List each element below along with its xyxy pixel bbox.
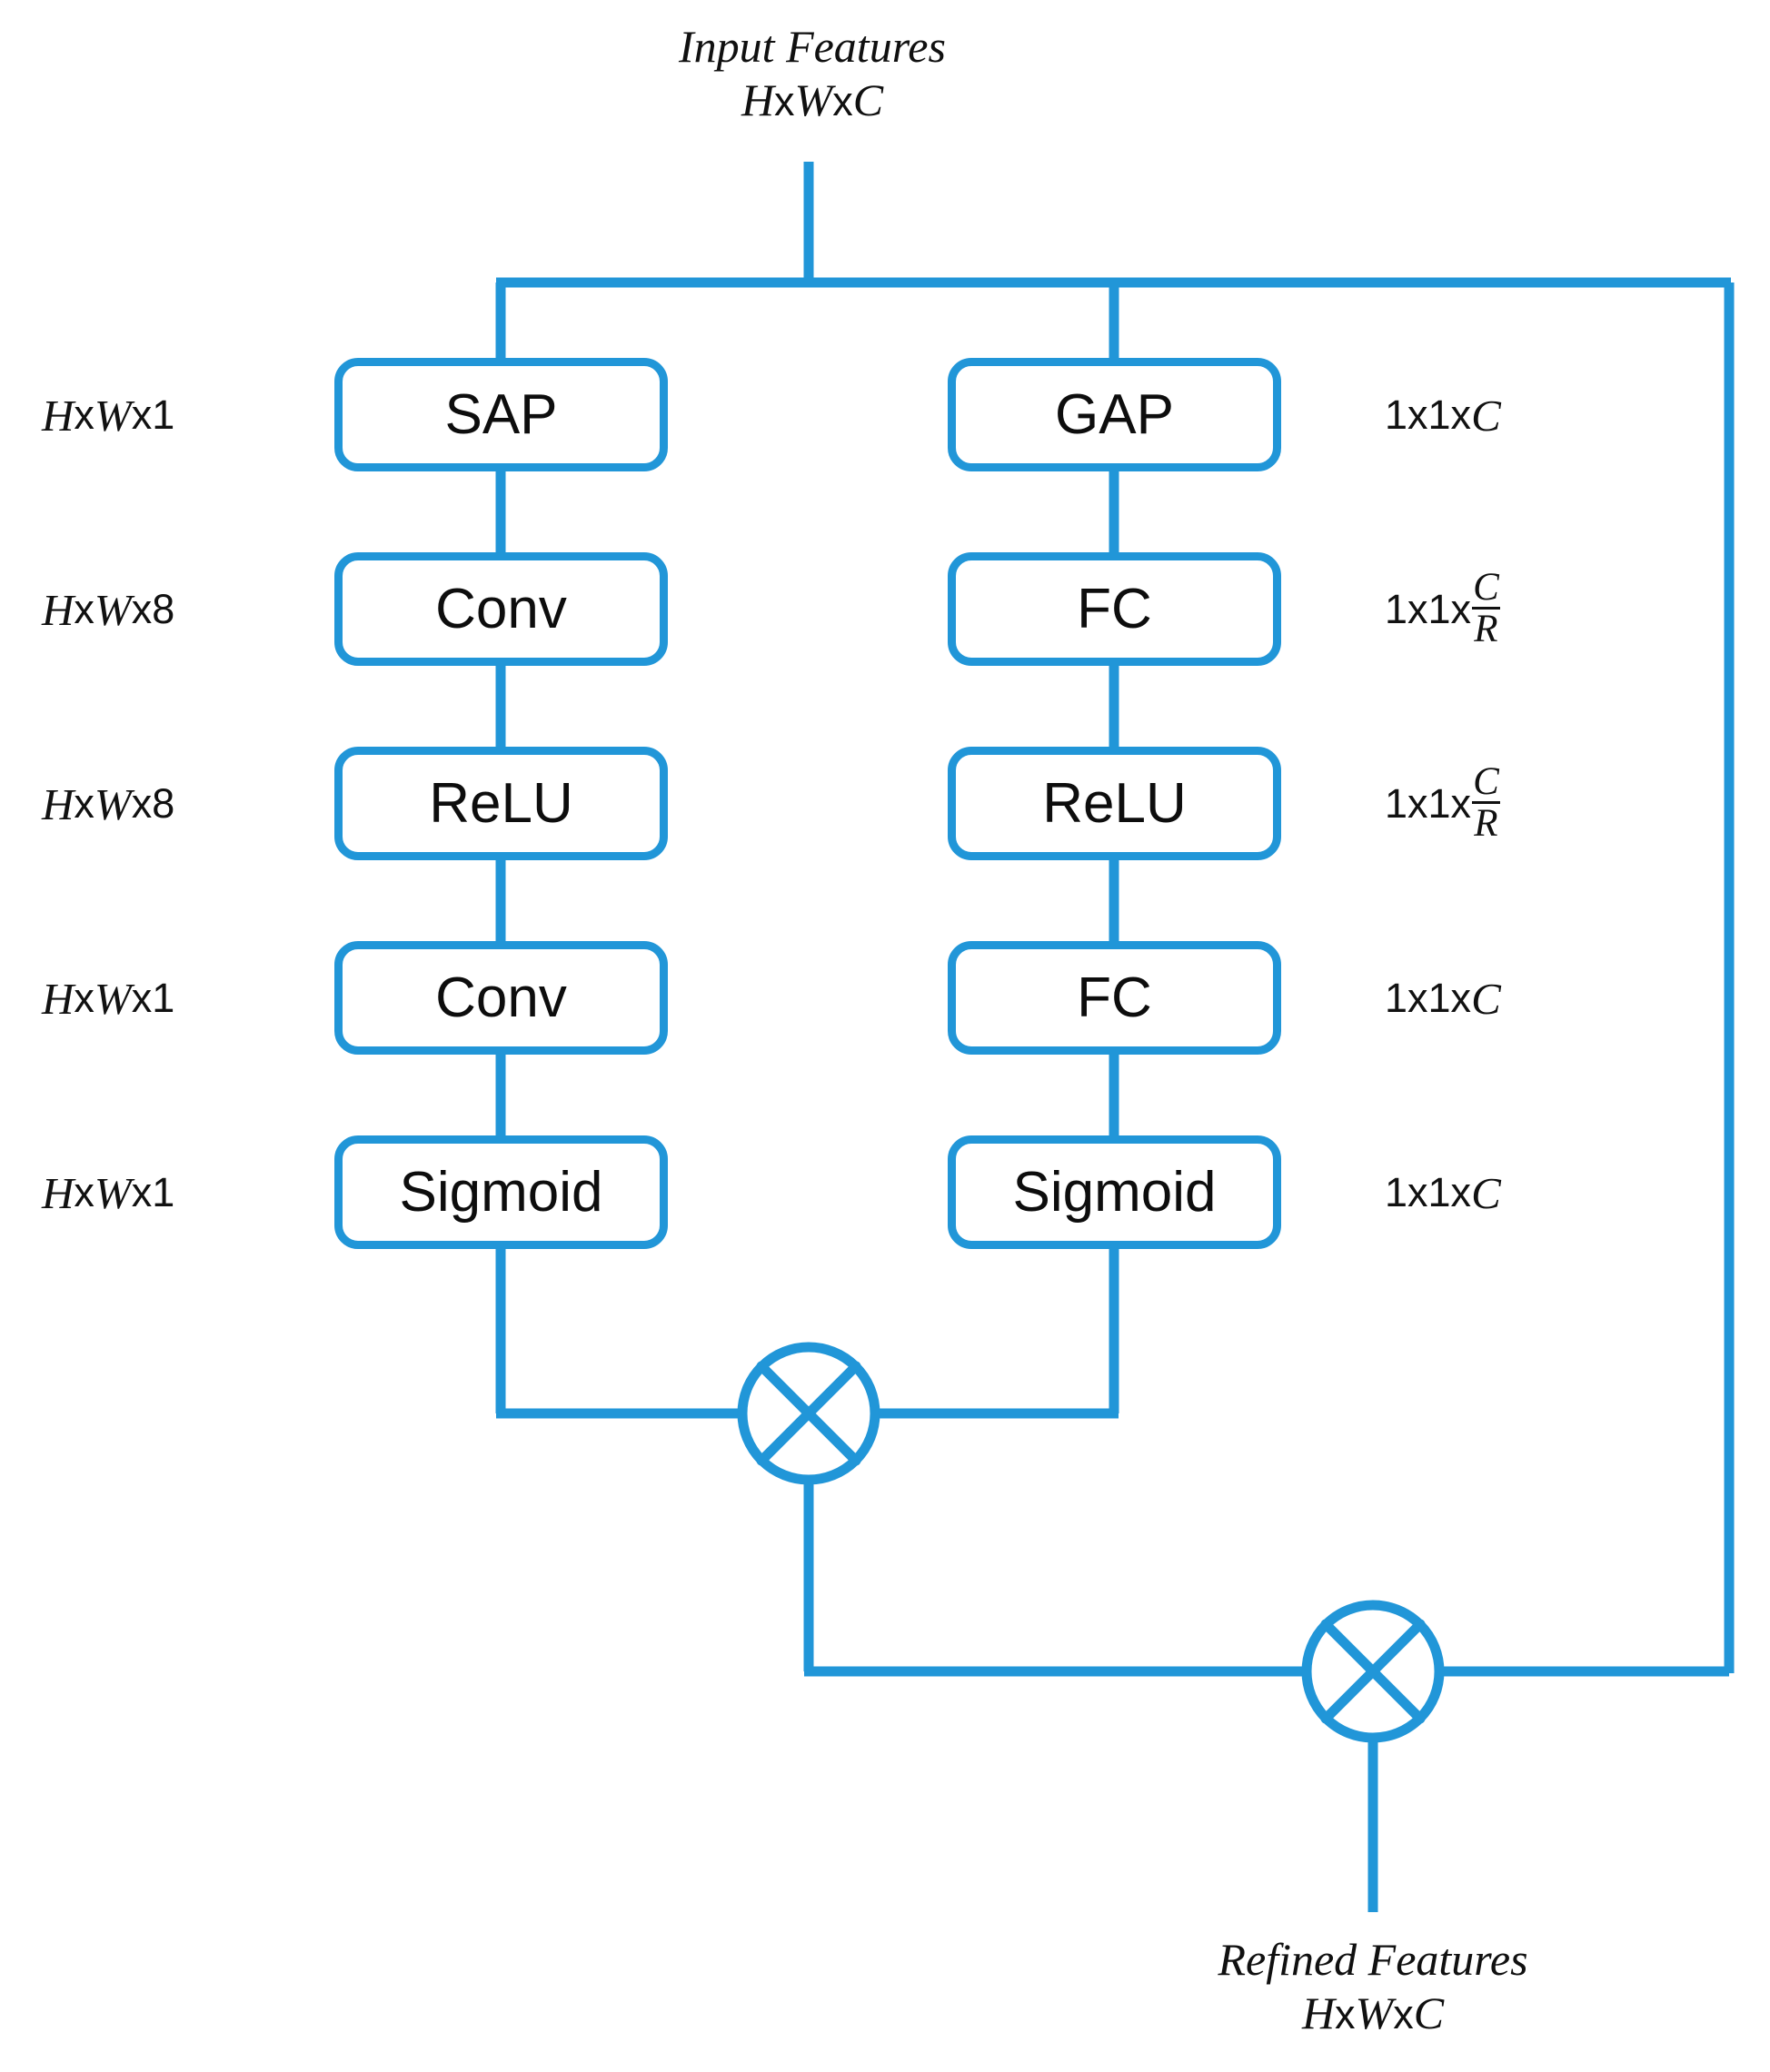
node-fc-2-label: FC (1077, 966, 1152, 1029)
right-dim-value-4: C (1471, 973, 1501, 1024)
left-dim-x2-1: x (131, 392, 153, 438)
left-dim-W-1: W (94, 390, 132, 441)
left-dim-W-2: W (94, 584, 132, 635)
right-dim-prefix-2: 1x1x (1385, 586, 1472, 632)
left-dim-val-5: 1 (152, 1169, 175, 1215)
node-gap[interactable]: GAP (948, 358, 1281, 471)
right-dim-prefix-4: 1x1x (1385, 975, 1472, 1021)
node-conv-2[interactable]: Conv (334, 941, 668, 1055)
left-dim-x1-3: x (74, 780, 94, 827)
node-sap[interactable]: SAP (334, 358, 668, 471)
left-dim-H-1: H (42, 390, 75, 441)
right-dim-denominator-3: R (1472, 800, 1500, 845)
left-dim-x1-1: x (74, 392, 94, 438)
node-relu-right[interactable]: ReLU (948, 747, 1281, 860)
left-dim-x1-2: x (74, 586, 94, 632)
node-fc-1[interactable]: FC (948, 552, 1281, 666)
input-features-line2: HxWxC (741, 74, 884, 125)
left-dim-val-1: 1 (152, 392, 175, 438)
left-dim-val-4: 1 (152, 975, 175, 1021)
right-dim-prefix-1: 1x1x (1385, 392, 1472, 438)
left-dim-x1-5: x (74, 1169, 94, 1215)
node-sigmoid-left[interactable]: Sigmoid (334, 1135, 668, 1249)
left-dim-W-4: W (94, 973, 132, 1024)
left-dim-H-5: H (42, 1167, 75, 1218)
node-relu-right-label: ReLU (1042, 771, 1187, 835)
operator-multiply-1-glyph (737, 1342, 880, 1485)
left-dim-W-3: W (94, 778, 132, 829)
left-dim-x2-3: x (131, 780, 153, 827)
node-conv-1-label: Conv (435, 577, 567, 640)
right-dim-numerator-2: C (1473, 565, 1499, 609)
right-dim-denominator-2: R (1472, 606, 1500, 650)
refined-features-caption: Refined Features HxWxC (1082, 1933, 1664, 2040)
node-relu-left-label: ReLU (429, 771, 573, 835)
right-dim-prefix-3: 1x1x (1385, 780, 1472, 827)
left-dim-val-2: 8 (152, 586, 175, 632)
refined-features-line1: Refined Features (1218, 1934, 1528, 1985)
node-conv-2-label: Conv (435, 966, 567, 1029)
refined-features-line2: HxWxC (1301, 1988, 1445, 2038)
node-relu-left[interactable]: ReLU (334, 747, 668, 860)
node-sap-label: SAP (444, 382, 558, 446)
right-dim-numerator-3: C (1473, 759, 1499, 803)
input-features-line1: Input Features (679, 21, 946, 72)
left-dim-W-5: W (94, 1167, 132, 1218)
node-fc-1-label: FC (1077, 577, 1152, 640)
left-dim-x2-5: x (131, 1169, 153, 1215)
operator-multiply-2-glyph (1301, 1600, 1445, 1743)
left-dim-x1-4: x (74, 975, 94, 1021)
input-features-caption: Input Features HxWxC (522, 20, 1103, 127)
node-fc-2[interactable]: FC (948, 941, 1281, 1055)
left-dim-x2-4: x (131, 975, 153, 1021)
left-dim-H-3: H (42, 778, 75, 829)
left-dim-H-2: H (42, 584, 75, 635)
node-sigmoid-left-label: Sigmoid (399, 1160, 603, 1224)
node-conv-1[interactable]: Conv (334, 552, 668, 666)
node-sigmoid-right-label: Sigmoid (1012, 1160, 1217, 1224)
left-dim-val-3: 8 (152, 780, 175, 827)
node-sigmoid-right[interactable]: Sigmoid (948, 1135, 1281, 1249)
left-dim-H-4: H (42, 973, 75, 1024)
left-dim-x2-2: x (131, 586, 153, 632)
right-dim-prefix-5: 1x1x (1385, 1169, 1472, 1215)
node-gap-label: GAP (1055, 382, 1174, 446)
right-dim-value-1: C (1471, 390, 1501, 441)
right-dim-value-5: C (1471, 1167, 1501, 1218)
